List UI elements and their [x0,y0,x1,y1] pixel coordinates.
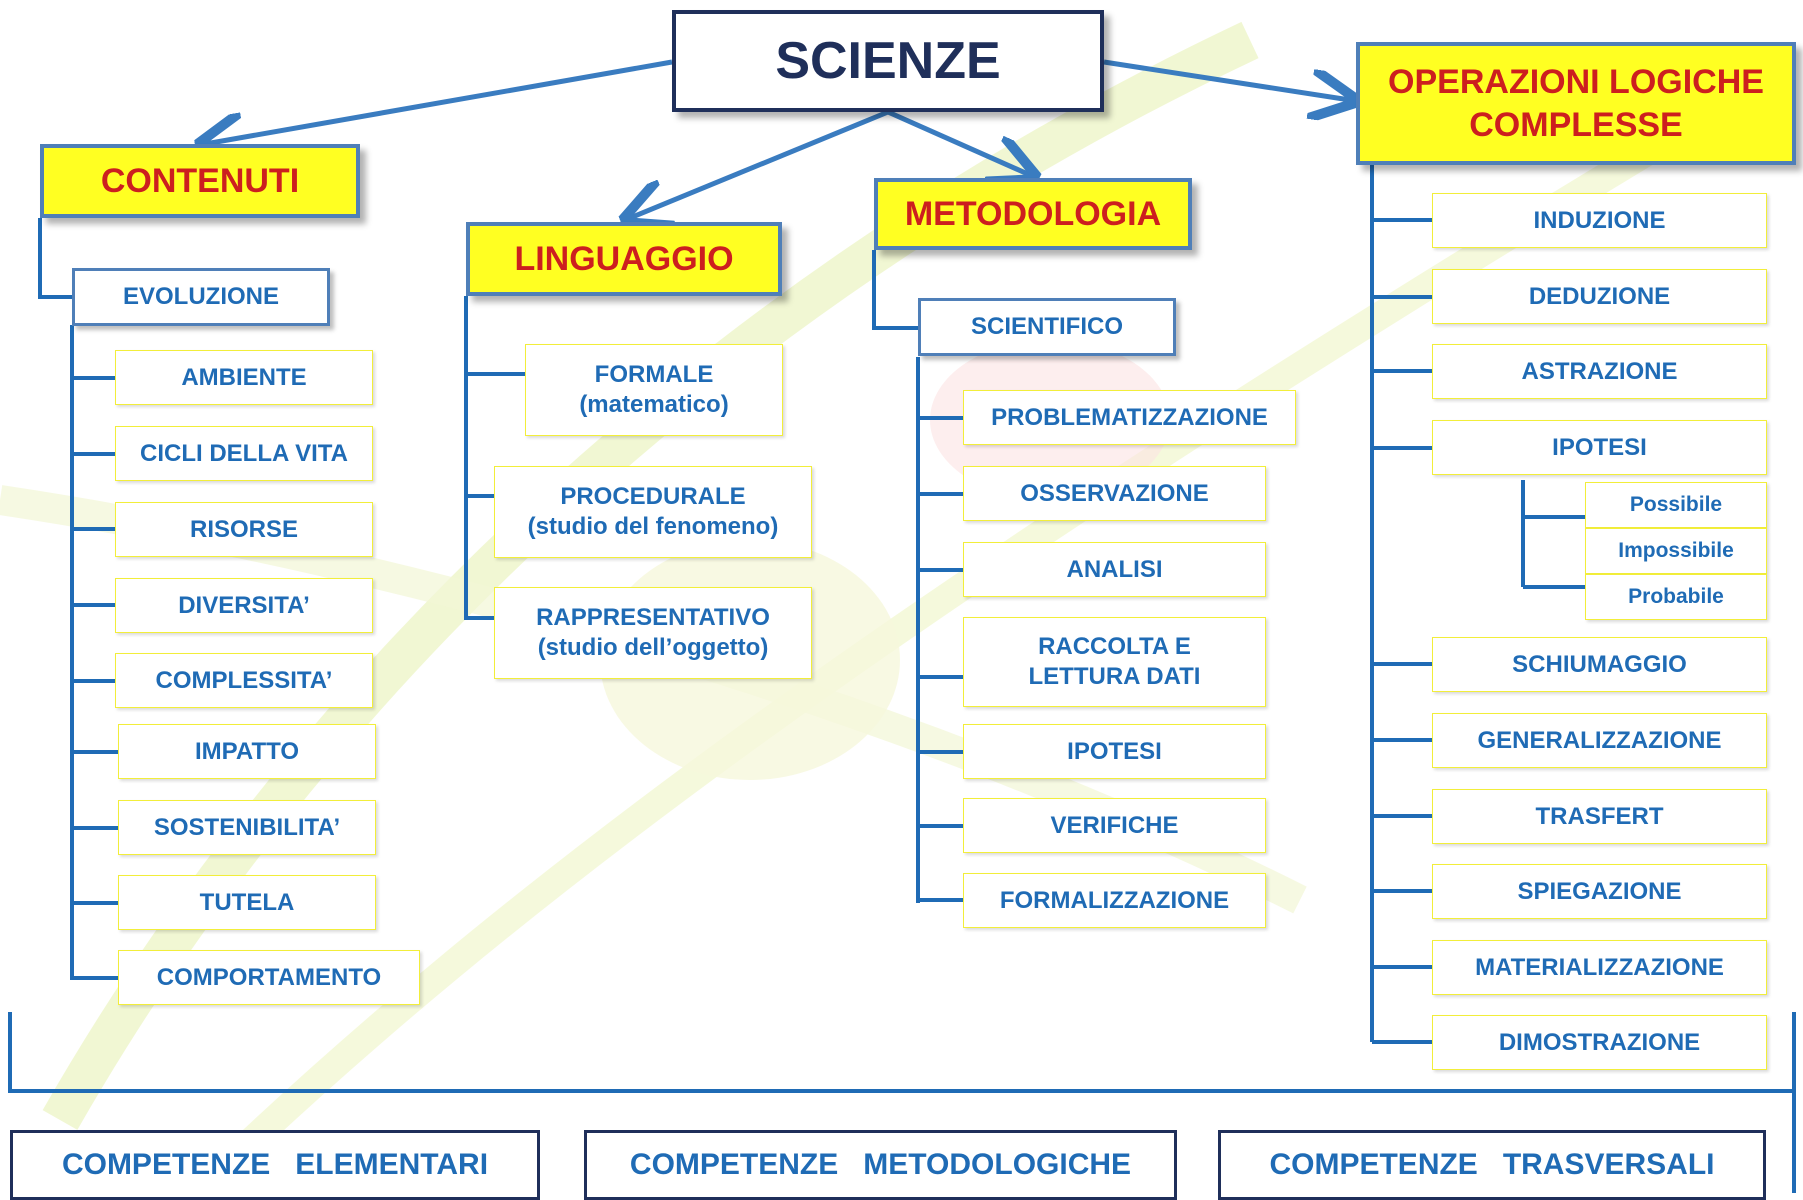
item-analisi: ANALISI [963,542,1266,597]
item-induzione: INDUZIONE [1432,193,1767,248]
root-node-scienze: SCIENZE [672,10,1104,112]
heading-operazioni-line1: OPERAZIONI LOGICHE [1388,63,1764,101]
arrow-to-linguaggio [630,109,889,218]
item-problematizzazione: PROBLEMATIZZAZIONE [963,390,1296,445]
item-procedurale-line2: (studio del fenomeno) [527,513,779,540]
arrow-to-contenuti [205,59,673,144]
item-rappresentativo-line2: (studio dell’oggetto) [537,634,769,661]
competenze-metodologiche: COMPETENZE METODOLOGICHE [584,1130,1177,1200]
item-rappresentativo: RAPPRESENTATIVO (studio dell’oggetto) [494,587,812,679]
item-risorse: RISORSE [115,502,373,557]
item-ambiente: AMBIENTE [115,350,373,405]
item-astrazione: ASTRAZIONE [1432,344,1767,399]
heading-operazioni-logiche: OPERAZIONI LOGICHE COMPLESSE [1356,42,1796,165]
heading-operazioni-line2: COMPLESSE [1469,105,1683,144]
item-probabile: Probabile [1585,574,1767,620]
item-impatto: IMPATTO [118,724,376,779]
item-formalizzazione: FORMALIZZAZIONE [963,873,1266,928]
item-materializzazione: MATERIALIZZAZIONE [1432,940,1767,995]
item-generalizzazione: GENERALIZZAZIONE [1432,713,1767,768]
item-sostenibilita: SOSTENIBILITA’ [118,800,376,855]
subheading-evoluzione: EVOLUZIONE [72,268,330,326]
arrow-to-metodologia [886,109,1030,175]
item-comportamento: COMPORTAMENTO [118,950,420,1005]
heading-linguaggio: LINGUAGGIO [466,222,782,296]
item-ipotesi-metodologia: IPOTESI [963,724,1266,779]
item-raccolta-line2: LETTURA DATI [1028,663,1201,690]
item-cicli-della-vita: CICLI DELLA VITA [115,426,373,481]
item-tutela: TUTELA [118,875,376,930]
item-osservazione: OSSERVAZIONE [963,466,1266,521]
item-possibile: Possibile [1585,482,1767,528]
subheading-scientifico: SCIENTIFICO [918,298,1176,356]
item-raccolta-line1: RACCOLTA E [1038,633,1191,660]
item-impossibile: Impossibile [1585,528,1767,574]
bottom-bracket [8,1012,1796,1093]
competenze-trasversali: COMPETENZE TRASVERSALI [1218,1130,1766,1200]
item-verifiche: VERIFICHE [963,798,1266,853]
item-diversita: DIVERSITA’ [115,578,373,633]
arrow-to-operazioni [1103,59,1350,100]
item-spiegazione: SPIEGAZIONE [1432,864,1767,919]
item-procedurale: PROCEDURALE (studio del fenomeno) [494,466,812,558]
item-dimostrazione: DIMOSTRAZIONE [1432,1015,1767,1070]
heading-metodologia: METODOLOGIA [874,178,1192,250]
connector-contenuti-evoluzione [38,218,72,299]
item-formale-line1: FORMALE [594,361,714,388]
item-formale: FORMALE (matematico) [525,344,783,436]
heading-contenuti: CONTENUTI [40,144,360,218]
connector-metodologia-scientifico [872,250,918,330]
item-complessita: COMPLESSITA’ [115,653,373,708]
item-trasfert: TRASFERT [1432,789,1767,844]
item-procedurale-line1: PROCEDURALE [560,483,746,510]
competenze-elementari: COMPETENZE ELEMENTARI [10,1130,540,1200]
item-ipotesi-operazioni: IPOTESI [1432,420,1767,475]
item-deduzione: DEDUZIONE [1432,269,1767,324]
item-formale-line2: (matematico) [579,391,729,418]
item-rappresentativo-line1: RAPPRESENTATIVO [536,604,770,631]
item-raccolta-lettura-dati: RACCOLTA E LETTURA DATI [963,617,1266,707]
item-schiumaggio: SCHIUMAGGIO [1432,637,1767,692]
